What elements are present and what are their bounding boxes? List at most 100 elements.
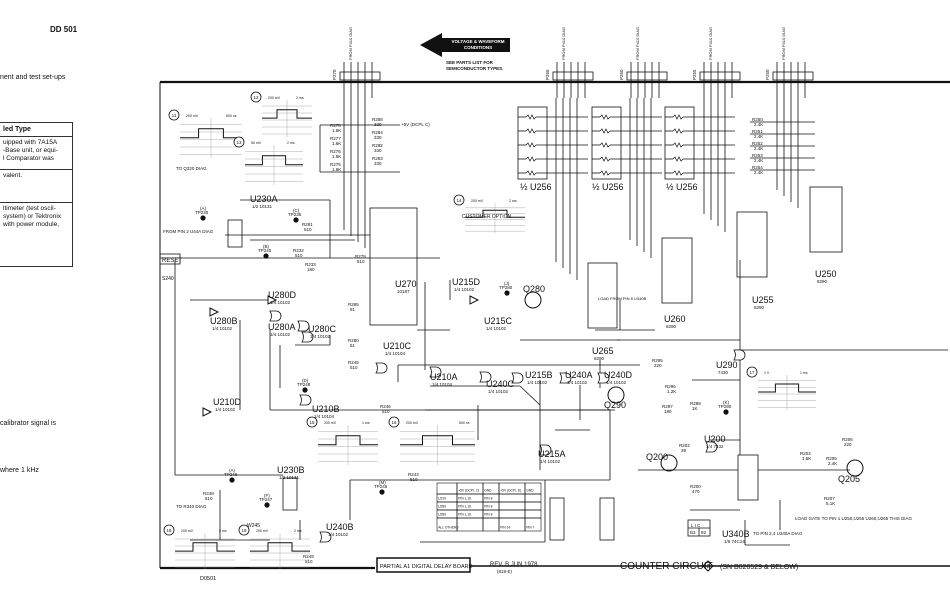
resistor-ref: R278 bbox=[330, 123, 341, 128]
connector-source: FROM P410 DIAG bbox=[561, 27, 566, 60]
resistor-ref: R285 bbox=[348, 302, 359, 307]
test-point-ref: TP246 bbox=[224, 472, 238, 477]
ic-u255 bbox=[736, 211, 768, 278]
off-sheet-label: TO PIN 2,4 U340A DIAG bbox=[753, 531, 803, 536]
waveform-trace bbox=[318, 435, 378, 446]
power-table-cell bbox=[456, 517, 484, 532]
waveform-time: 500 ns bbox=[226, 114, 237, 118]
waveform-number-badge bbox=[163, 524, 175, 536]
component-ref: U270 bbox=[395, 279, 417, 289]
transistor-icon bbox=[660, 454, 678, 472]
resistor-icon bbox=[672, 170, 684, 176]
connector-p250 bbox=[772, 71, 814, 81]
component-ref: U210D bbox=[213, 397, 242, 407]
document-id: DD 501 bbox=[50, 25, 78, 34]
resistor-ref: R250 bbox=[752, 117, 763, 122]
resistor-value: 2.4K bbox=[754, 134, 763, 139]
test-point-id: (F) bbox=[264, 493, 270, 498]
waveform-time: 2 ms bbox=[294, 529, 302, 533]
component-value: 1/4 7432 bbox=[706, 444, 724, 449]
resistor-value: 330 bbox=[374, 135, 382, 140]
test-point-ref: TP240 bbox=[258, 248, 272, 253]
resistor-ref: R232 bbox=[293, 248, 304, 253]
waveform-trace bbox=[180, 128, 242, 139]
waveform-trace bbox=[262, 109, 312, 119]
table-row: ltimeter (test oscil-system) or Tektroni… bbox=[0, 203, 72, 235]
revision-code: (818-E) bbox=[497, 569, 513, 574]
resistor-icon bbox=[672, 114, 684, 120]
resistor-ref: R297 bbox=[662, 404, 673, 409]
resistor-value: 180 bbox=[307, 267, 315, 272]
resistor-value: 510 bbox=[382, 409, 390, 414]
component-value: 1/4 10102 bbox=[212, 326, 233, 331]
table-cell-line: with power module, bbox=[3, 221, 59, 228]
component-value: 1/4 10102 bbox=[540, 459, 561, 464]
power-table-header: GND bbox=[526, 489, 534, 493]
resistor-value: 220 bbox=[844, 442, 852, 447]
resistor-ref: R282 bbox=[372, 143, 383, 148]
resistor-ref: R200 bbox=[690, 484, 701, 489]
resistor-value: 510 bbox=[295, 253, 303, 258]
transistor-icon bbox=[846, 459, 864, 477]
component-ref: Q290 bbox=[604, 400, 626, 410]
jumper-label: W245 bbox=[247, 523, 260, 529]
component-ref: ½ U256 bbox=[592, 182, 624, 192]
resistor-value: 180 bbox=[664, 409, 672, 414]
table-cell-line: -Base unit, or equi- bbox=[3, 147, 58, 154]
component-ref: U210C bbox=[383, 341, 412, 351]
waveform-number: 12 bbox=[253, 95, 259, 100]
resistor-icon bbox=[672, 156, 684, 162]
resistor-value: 1.5K bbox=[802, 456, 811, 461]
connector-ref: P255 bbox=[692, 69, 697, 80]
component-ref: U240B bbox=[326, 522, 354, 532]
resistor-ref: R248 bbox=[203, 491, 214, 496]
switch-label: S240 bbox=[162, 276, 174, 282]
banner-text: CONDITIONS bbox=[464, 45, 492, 50]
connector-p260 bbox=[626, 71, 668, 81]
resistor-ref: R276 bbox=[330, 149, 341, 154]
waveform-trace bbox=[400, 435, 475, 446]
resistor-value: 1.6K bbox=[332, 128, 341, 133]
wire bbox=[519, 385, 541, 406]
waveform-time: 1 ms bbox=[362, 421, 370, 425]
resistor-value: 510 bbox=[357, 259, 365, 264]
component-value: 1/4 10102 bbox=[567, 380, 588, 385]
waveform-number: 11 bbox=[172, 113, 177, 118]
power-label: +5V (DCPL C) bbox=[401, 122, 430, 127]
test-point bbox=[263, 253, 269, 259]
logic-gate bbox=[299, 394, 312, 406]
component-ref: U260 bbox=[664, 314, 686, 324]
resistor-value: 330 bbox=[374, 122, 382, 127]
resistor-ref: R233 bbox=[305, 262, 316, 267]
test-point-ref: TP245 bbox=[374, 484, 388, 489]
component-ref: ½ U256 bbox=[520, 182, 552, 192]
logic-gate bbox=[597, 372, 610, 384]
resistor-icon bbox=[599, 156, 611, 162]
test-point-ref: TP247 bbox=[259, 497, 273, 502]
waveform-time: 2 ms bbox=[296, 96, 304, 100]
d0501-label: D0501 bbox=[200, 576, 216, 582]
waveform-time: 500 ns bbox=[459, 421, 470, 425]
component-value: 1/4 10102 bbox=[215, 407, 236, 412]
waveform-number: 15 bbox=[309, 420, 315, 425]
test-point-id: (K) bbox=[723, 400, 730, 405]
waveform-number: 19 bbox=[241, 528, 247, 533]
waveform-time: 2 ms bbox=[219, 529, 227, 533]
reset-label: RESET bbox=[162, 258, 182, 264]
component-ref: ½ U256 bbox=[666, 182, 698, 192]
resistor-value: 330 bbox=[374, 161, 382, 166]
power-table-cell bbox=[498, 509, 526, 519]
logic-gate bbox=[297, 320, 310, 332]
component-ref: U240A bbox=[565, 370, 593, 380]
board-title: PARTIAL A1 DIGITAL DELAY BOARD bbox=[380, 564, 473, 570]
power-table-value: PIN 1,16 bbox=[458, 497, 471, 501]
ic-u260 bbox=[661, 237, 693, 304]
component-value: 1/4 10102 bbox=[606, 380, 627, 385]
test-point bbox=[293, 217, 299, 223]
connector-source: FROM P410 DIAG bbox=[781, 27, 786, 60]
waveform-trace bbox=[245, 155, 303, 166]
test-point bbox=[302, 387, 308, 393]
note-text: calibrator signal is bbox=[0, 420, 57, 427]
